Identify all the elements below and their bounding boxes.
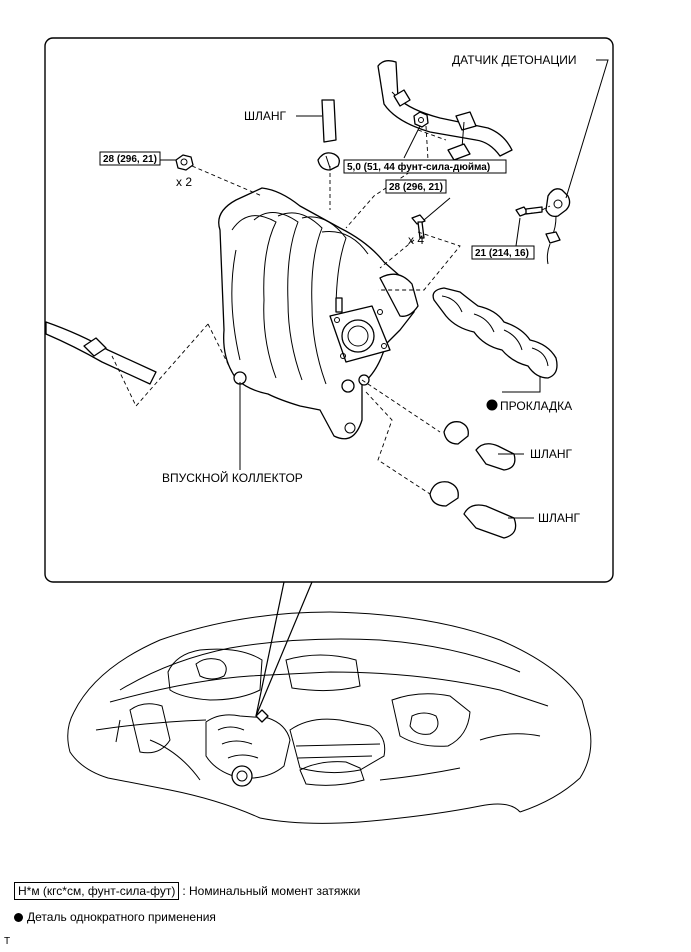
legend-non-reusable-text: Деталь однократного применения xyxy=(27,910,216,924)
knock-sensor-label: ДАТЧИК ДЕТОНАЦИИ xyxy=(452,53,577,67)
nut-torque-box xyxy=(99,151,161,166)
bolt-torque-box xyxy=(385,179,447,194)
middle-hose xyxy=(443,421,516,471)
detail-frame xyxy=(44,37,614,583)
hose-mid-label: ШЛАНГ xyxy=(530,447,573,461)
bottom-hose xyxy=(429,481,517,539)
legend-torque-desc: : Номинальный момент затяжки xyxy=(182,884,361,898)
non-reusable-mark-gasket xyxy=(486,399,498,411)
bracket-torque: 5,0 (51, 44 фунт-сила-дюйма) xyxy=(347,161,490,173)
corner-mark: T xyxy=(4,936,11,947)
manifold-bolt xyxy=(411,214,426,239)
nut-torque: 28 (296, 21) xyxy=(103,154,157,165)
left-hose xyxy=(45,321,157,385)
bracket-torque-box xyxy=(343,159,507,174)
callout-pointer xyxy=(255,581,313,717)
bolt-qty: x 4 xyxy=(408,233,424,247)
leader-lines xyxy=(160,59,609,519)
upper-hose-assembly xyxy=(377,60,513,161)
non-reusable-dot-icon xyxy=(14,913,23,923)
legend-torque: Н*м (кгс*см, фунт-сила-фут): Номинальный… xyxy=(14,882,360,900)
legend-non-reusable: Деталь однократного применения xyxy=(14,910,216,924)
knock-bolt-torque: 21 (214, 16) xyxy=(475,248,529,259)
knock-sensor xyxy=(545,188,571,265)
bolt-torque: 28 (296, 21) xyxy=(389,182,443,193)
gasket-label: ПРОКЛАДКА xyxy=(500,399,572,413)
assembly-lines xyxy=(111,125,543,495)
top-hose xyxy=(317,99,340,171)
knock-sensor-bolt xyxy=(515,205,551,217)
bracket-nut xyxy=(413,111,429,128)
gasket xyxy=(432,287,558,379)
manifold-nut xyxy=(175,154,194,171)
vehicle-engine-bay xyxy=(67,611,592,824)
legend-torque-unit: Н*м (кгс*см, фунт-сила-фут) xyxy=(14,882,180,900)
intake-manifold-label: ВПУСКНОЙ КОЛЛЕКТОР xyxy=(162,470,303,485)
knock-bolt-torque-box xyxy=(471,245,535,260)
hose-top-label: ШЛАНГ xyxy=(244,109,287,123)
hose-bottom-label: ШЛАНГ xyxy=(538,511,581,525)
intake-manifold xyxy=(218,187,419,440)
nut-qty: x 2 xyxy=(176,175,192,189)
